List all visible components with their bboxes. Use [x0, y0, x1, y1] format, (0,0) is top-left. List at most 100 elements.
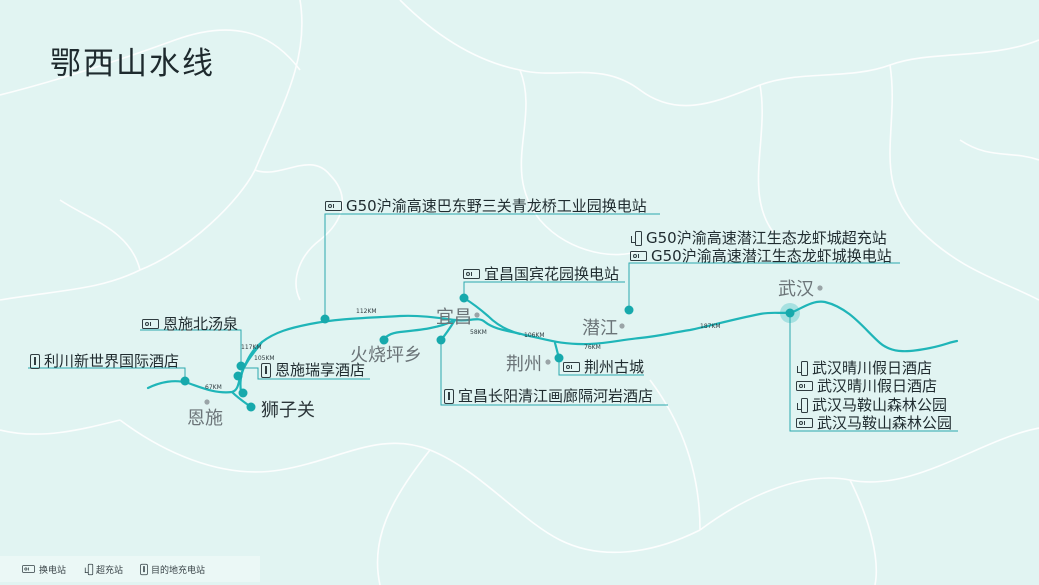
- boundary-line: [849, 479, 878, 585]
- station-label-wuhan-2[interactable]: 武汉晴川假日酒店: [796, 377, 937, 395]
- leader-enshi-ruixiang: [245, 367, 370, 380]
- legend-item-swap: 换电站: [20, 563, 66, 576]
- station-label-enshi-ruixiang[interactable]: 恩施瑞享酒店: [261, 361, 365, 379]
- boundary-line: [889, 64, 1039, 301]
- station-dot-enshi-a: [238, 388, 248, 398]
- legend-label: 超充站: [96, 565, 124, 576]
- station-name: 恩施瑞享酒店: [275, 361, 366, 379]
- city-dot-jingzhou: [545, 359, 551, 365]
- destination-charger-icon: [261, 362, 271, 378]
- distance-label: 105KM: [254, 355, 275, 362]
- station-dot-yichang-binguan: [459, 293, 469, 303]
- boundary-line: [649, 379, 701, 531]
- supercharger-icon: [631, 230, 642, 246]
- swap-station-icon: [796, 418, 813, 428]
- route-branch-b: [243, 340, 264, 368]
- leader-enshi-beitang: [140, 329, 242, 366]
- station-label-wuhan-4[interactable]: 武汉马鞍山森林公园: [796, 414, 952, 432]
- route-branch-yichang: [462, 296, 522, 336]
- destination-charger-icon: [140, 563, 148, 575]
- station-label-qianjiang-swap[interactable]: G50沪渝高速潜江生态龙虾城换电站: [630, 247, 892, 265]
- city-dot-yichang: [474, 312, 480, 318]
- station-dot-enshi-beitang: [236, 361, 246, 371]
- station-name: G50沪渝高速巴东野三关青龙桥工业园换电站: [346, 197, 647, 215]
- station-dot-badong: [320, 314, 330, 324]
- distance-label: 106KM: [524, 332, 545, 339]
- station-dot-lichuan: [180, 376, 190, 386]
- boundary-line: [119, 419, 701, 554]
- station-name: 恩施北汤泉: [163, 315, 239, 333]
- leader-badong: [324, 213, 660, 319]
- distance-labels: 67KM 117KM 105KM 112KM 58KM 106KM 76KM 1…: [205, 308, 721, 391]
- station-dot-changyang: [436, 335, 446, 345]
- legend-item-dest: 目的地充电站: [139, 562, 205, 577]
- station-dots: [180, 293, 800, 412]
- boundary-line: [399, 0, 1039, 107]
- city-dot-enshi: [204, 399, 210, 405]
- city-dot-wuhan: [817, 285, 823, 291]
- boundary-line: [0, 419, 121, 435]
- swap-station-icon: [22, 565, 35, 573]
- destination-charger-icon: [444, 388, 454, 404]
- distance-label: 187KM: [700, 323, 721, 330]
- station-name: G50沪渝高速潜江生态龙虾城换电站: [651, 247, 892, 265]
- boundary-line: [959, 139, 1039, 161]
- city-label-enshi: 恩施: [187, 408, 223, 429]
- boundary-line: [254, 164, 344, 301]
- leader-changyang: [440, 340, 668, 406]
- boundary-line: [699, 427, 1039, 531]
- station-label-wuhan-1[interactable]: 武汉晴川假日酒店: [796, 359, 932, 377]
- page-title: 鄂西山水线: [50, 46, 215, 82]
- station-label-lichuan[interactable]: 利川新世界国际酒店: [30, 352, 179, 370]
- station-name: 武汉晴川假日酒店: [817, 377, 938, 395]
- swap-station-icon: [463, 269, 480, 279]
- legend-item-super: 超充站: [82, 562, 123, 577]
- swap-station-icon: [325, 201, 342, 211]
- city-label-yichang: 宜昌: [436, 307, 472, 328]
- station-label-enshi-beitang[interactable]: 恩施北汤泉: [142, 315, 238, 333]
- station-name: G50沪渝高速潜江生态龙虾城超充站: [646, 229, 887, 247]
- legend: 换电站 超充站 目的地充电站: [0, 556, 260, 582]
- city-label-huoshaoping: 火烧坪乡: [350, 345, 422, 366]
- supercharger-icon: [797, 397, 808, 413]
- distance-label: 67KM: [205, 384, 222, 391]
- destination-charger-icon: [30, 353, 40, 369]
- station-dot-shizguan: [246, 402, 256, 412]
- boundary-line: [0, 29, 301, 96]
- city-label-shizguan: 狮子关: [261, 400, 315, 421]
- station-name: 武汉马鞍山森林公园: [817, 414, 953, 432]
- station-dot-jingzhou: [554, 353, 564, 363]
- distance-label: 76KM: [584, 344, 601, 351]
- station-label-jingzhou-gucheng[interactable]: 荆州古城: [563, 358, 644, 376]
- station-dot-enshi-ruixiang: [233, 371, 243, 381]
- city-label-qianjiang: 潜江: [582, 318, 618, 339]
- station-label-changyang[interactable]: 宜昌长阳清江画廊隔河岩酒店: [444, 387, 653, 405]
- station-dot-huoshaoping: [379, 335, 389, 345]
- station-name: 利川新世界国际酒店: [44, 352, 180, 370]
- station-label-wuhan-3[interactable]: 武汉马鞍山森林公园: [796, 396, 947, 414]
- distance-label: 112KM: [356, 308, 377, 315]
- station-dot-wuhan: [785, 308, 795, 318]
- city-label-wuhan: 武汉: [778, 279, 814, 300]
- leader-jingzhou-gucheng: [558, 358, 644, 376]
- station-dot-qianjiang: [624, 305, 634, 315]
- station-name: 宜昌长阳清江画廊隔河岩酒店: [458, 387, 654, 405]
- city-label-jingzhou: 荆州: [506, 354, 542, 375]
- boundary-line: [519, 69, 641, 256]
- leader-qianjiang: [628, 262, 900, 310]
- station-name: 荆州古城: [584, 358, 645, 376]
- swap-station-icon: [796, 381, 813, 391]
- boundary-line: [376, 449, 431, 585]
- swap-station-icon: [142, 319, 159, 329]
- station-label-yichang-binguan[interactable]: 宜昌国宾花园换电站: [463, 265, 619, 283]
- station-label-qianjiang-super[interactable]: G50沪渝高速潜江生态龙虾城超充站: [630, 229, 887, 247]
- station-label-badong[interactable]: G50沪渝高速巴东野三关青龙桥工业园换电站: [325, 197, 647, 215]
- swap-station-icon: [630, 251, 647, 261]
- leader-yichang-binguan: [463, 281, 625, 298]
- station-name: 武汉马鞍山森林公园: [812, 396, 948, 414]
- supercharger-icon: [84, 563, 94, 575]
- distance-label: 117KM: [241, 344, 262, 351]
